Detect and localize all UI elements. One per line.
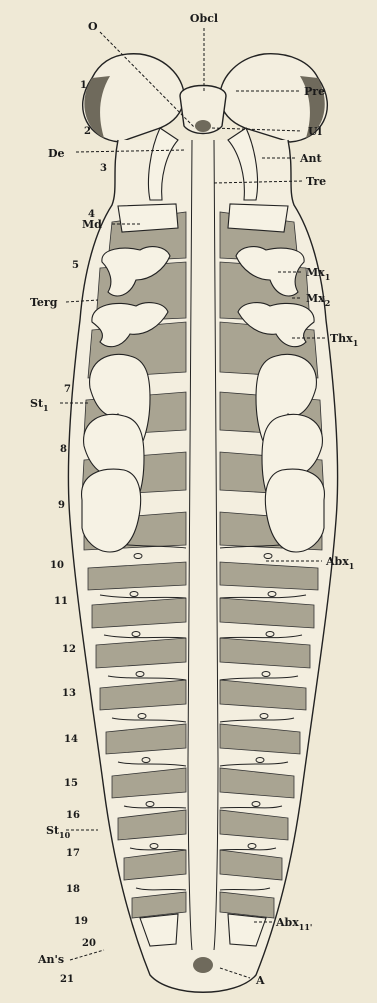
label-pre: Pre <box>304 85 325 98</box>
label-abx1-sub: 1 <box>349 561 355 571</box>
label-mx1-main: Mx <box>306 266 325 279</box>
segment-number: 20 <box>82 938 96 949</box>
label-a: A <box>255 974 265 987</box>
label-st10-main: St <box>46 824 60 837</box>
left-mandible <box>118 204 178 232</box>
label-abx11-sub: 11' <box>299 922 313 932</box>
label-ul: Ul <box>308 125 322 138</box>
label-st1-main: St <box>30 397 44 410</box>
segment-number: 3 <box>100 163 107 174</box>
segment-number: 11 <box>54 596 68 607</box>
segment-number: 7 <box>64 384 71 395</box>
label-terg: Terg <box>30 296 58 309</box>
label-abx11: Abx11' <box>275 916 312 932</box>
label-de: De <box>48 147 65 160</box>
label-obcl: Obcl <box>190 12 218 25</box>
segment-number: 21 <box>60 974 74 985</box>
label-ans: An's <box>37 953 64 966</box>
segment-number: 9 <box>58 500 65 511</box>
label-st1: St1 <box>30 397 49 413</box>
label-thx-sub: 1 <box>353 338 359 348</box>
segment-number: 14 <box>64 734 78 745</box>
label-thx-main: Thx <box>330 332 353 345</box>
right-mandible <box>228 204 288 232</box>
label-abx1-main: Abx <box>325 555 349 568</box>
segment-number: 4 <box>88 209 95 220</box>
label-st1-sub: 1 <box>43 403 49 413</box>
segment-number: 8 <box>60 444 67 455</box>
label-tre: Tre <box>306 175 326 188</box>
label-st10-sub: 10 <box>59 830 71 840</box>
mouth <box>195 120 211 132</box>
segment-number: 2 <box>84 126 91 137</box>
label-thx: Thx1 <box>330 332 358 348</box>
segment-number: 5 <box>72 260 79 271</box>
label-o: O <box>88 20 98 33</box>
label-mx2-main: Mx <box>306 292 325 305</box>
segment-number: 15 <box>64 778 78 789</box>
segment-number: 18 <box>66 884 80 895</box>
segment-number: 16 <box>66 810 80 821</box>
segment-number: 1 <box>80 80 87 91</box>
label-abx11-main: Abx <box>275 916 299 929</box>
segment-number: 13 <box>62 688 76 699</box>
anus <box>193 957 213 973</box>
segment-number: 17 <box>66 848 80 859</box>
label-mx2-sub: 2 <box>325 298 331 308</box>
segment-number: 19 <box>74 916 88 927</box>
label-ant: Ant <box>299 152 323 165</box>
segment-number: 12 <box>62 644 76 655</box>
segment-number: 10 <box>50 560 64 571</box>
label-mx1-sub: 1 <box>325 272 331 282</box>
label-st10: St10 <box>46 824 71 840</box>
